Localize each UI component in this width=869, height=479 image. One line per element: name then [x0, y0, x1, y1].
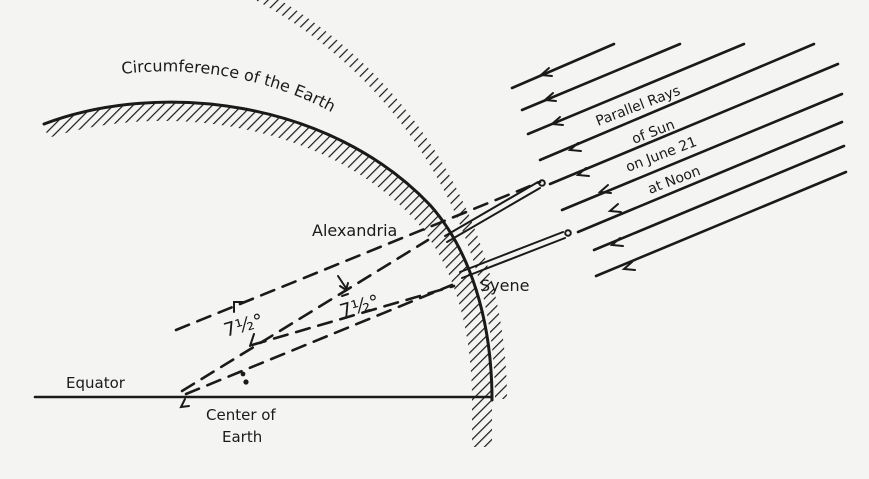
- sun-ray: [594, 170, 848, 278]
- earth-circumference-line: [42, 100, 494, 402]
- sun-ray: [510, 42, 616, 90]
- earth-surface: [255, 0, 507, 399]
- sun-ray: [560, 92, 844, 212]
- label-alexandria: Alexandria: [312, 221, 397, 240]
- arrowhead: [575, 167, 590, 177]
- dashed-line-to-syene: [184, 283, 454, 396]
- arrowhead: [609, 237, 624, 247]
- sun-ray: [592, 144, 846, 252]
- arrowhead: [621, 261, 636, 271]
- gnomons: [444, 179, 572, 279]
- arrowhead: [542, 92, 557, 102]
- sun-rays: [510, 42, 848, 278]
- dashed-ray-parallel-upper: [174, 180, 542, 332]
- label-center-line1: Center of: [206, 406, 276, 424]
- label-angle-left: 7½°: [221, 310, 266, 342]
- label-syene: Syene: [480, 276, 529, 295]
- angle-arrow-left: [249, 333, 255, 347]
- label-center-line2: Earth: [222, 428, 262, 446]
- earth-hatch-band: [255, 0, 507, 399]
- angle-markers: [179, 275, 349, 409]
- sun-ray: [520, 42, 682, 112]
- angle-arrow-right: [337, 275, 347, 289]
- center-dot: [243, 379, 249, 385]
- arrowhead: [538, 67, 553, 77]
- sun-ray: [538, 42, 816, 162]
- arrowhead: [567, 142, 582, 152]
- earth-crust-fill: [44, 102, 492, 448]
- arrowhead: [597, 184, 612, 194]
- center-dot: [240, 371, 246, 377]
- arrowhead: [607, 203, 622, 213]
- center-pointer-arrow: [179, 398, 190, 409]
- arrowhead: [549, 116, 564, 126]
- sun-ray: [526, 42, 746, 136]
- sun-ray: [576, 120, 844, 234]
- label-equator: Equator: [66, 374, 126, 392]
- sun-ray: [548, 62, 840, 186]
- dashed-ray-parallel-lower: [250, 284, 456, 347]
- gnomon-alexandria-tip: [538, 179, 546, 187]
- dashed-line-to-alexandria: [180, 238, 430, 393]
- ray-arrowheads: [538, 67, 636, 271]
- dashed-radial-lines: [174, 180, 542, 396]
- angle-tick-right: [341, 293, 349, 297]
- gnomon-syene-tip: [564, 229, 572, 237]
- angle-bracket-left: [233, 301, 245, 313]
- angle-arrowhead-right: [339, 282, 349, 292]
- earth-crust: [42, 100, 494, 448]
